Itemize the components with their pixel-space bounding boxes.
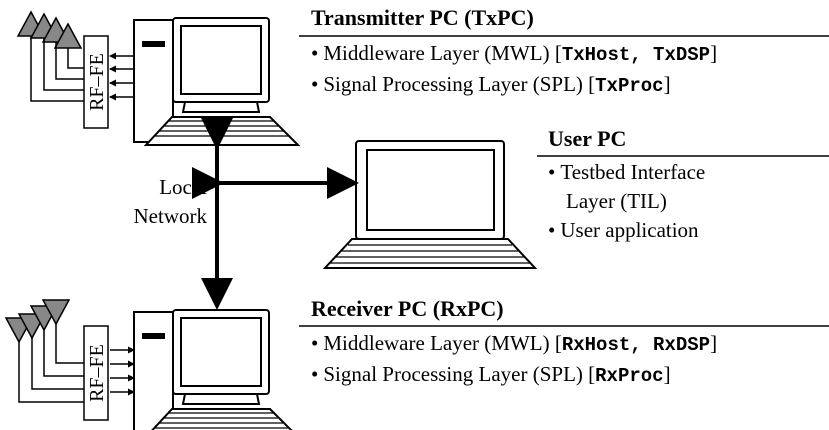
tx-antenna-array <box>16 10 83 49</box>
rx-rffe-box <box>83 325 109 421</box>
rx-rffe-label: RF–FE <box>86 344 108 402</box>
rx-item-1: •Middleware Layer (MWL) [RxHost, RxDSP] <box>311 331 717 356</box>
tx-pc-monitor-icon <box>172 17 270 113</box>
user-pc-laptop-icon <box>322 140 538 269</box>
user-title: User PC <box>548 126 626 151</box>
rx-item-2: •Signal Processing Layer (SPL) [RxProc] <box>311 362 671 387</box>
local-network-links <box>192 118 359 310</box>
user-item-1-line-1: •Testbed Interface <box>548 160 705 184</box>
tx-rffe-box <box>83 35 109 129</box>
user-item-1-line-2: Layer (TIL) <box>566 189 667 213</box>
user-item-2: •User application <box>548 218 699 242</box>
rx-pc-tower-icon <box>133 311 174 430</box>
rx-title: Receiver PC (RxPC) <box>311 296 504 321</box>
rx-antenna-array <box>4 299 71 344</box>
tx-title: Transmitter PC (TxPC) <box>311 5 534 30</box>
tx-pc-keyboard-icon <box>143 116 301 146</box>
network-label-line-2: Network <box>134 204 208 228</box>
rx-antenna-feeds <box>18 324 84 403</box>
tx-item-2: •Signal Processing Layer (SPL) [TxProc] <box>311 72 671 97</box>
rx-rffe-arrows <box>110 346 135 396</box>
rx-pc-keyboard-icon <box>151 408 293 430</box>
tx-rffe-arrows <box>109 52 134 101</box>
network-label-line-1: Local <box>159 175 207 199</box>
tx-rffe-label: RF–FE <box>86 53 108 111</box>
rx-pc-monitor-icon <box>172 309 270 405</box>
tx-antenna-feeds <box>30 36 84 102</box>
tx-item-1: •Middleware Layer (MWL) [TxHost, TxDSP] <box>311 41 717 66</box>
rx-antenna-4-icon <box>41 299 71 326</box>
